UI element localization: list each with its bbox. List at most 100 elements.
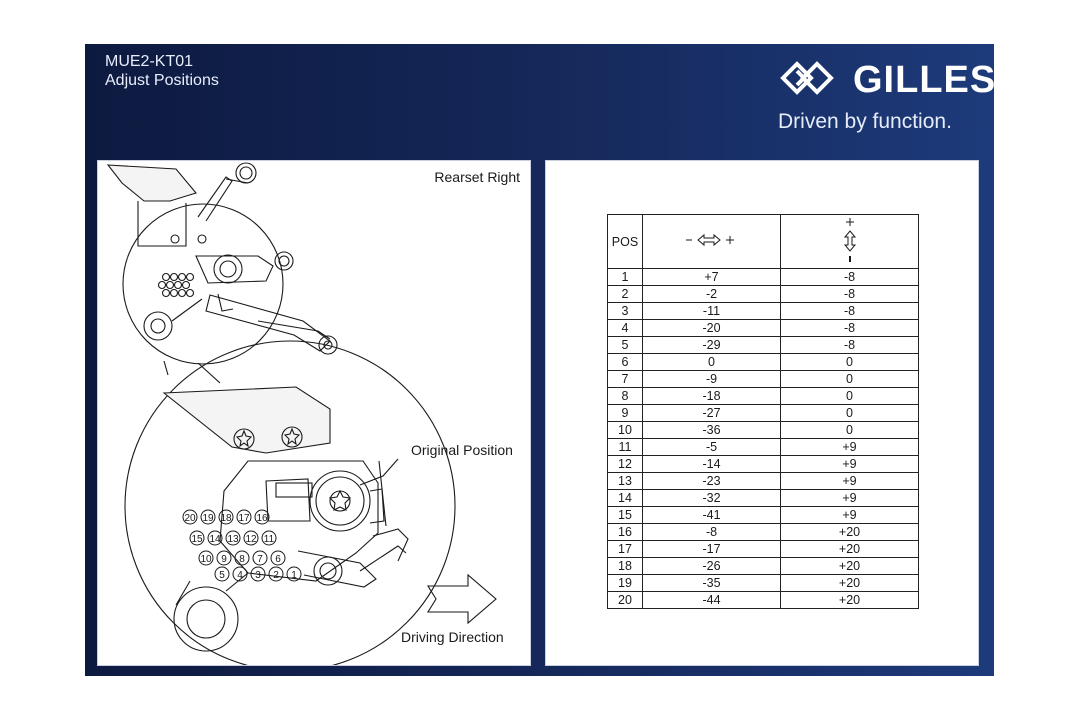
vertical-arrow-icon bbox=[843, 218, 856, 262]
table-row: 15-41+9 bbox=[607, 506, 919, 524]
vertical-offset-cell: -8 bbox=[780, 302, 919, 320]
original-position-label: Original Position bbox=[411, 442, 513, 458]
pivot bbox=[213, 254, 243, 284]
column-header-vertical bbox=[780, 214, 919, 269]
horizontal-offset-cell: -29 bbox=[642, 336, 781, 354]
gilles-logo-icon bbox=[780, 61, 834, 95]
vertical-offset-cell: +9 bbox=[780, 472, 919, 490]
horizontal-offset-cell: 0 bbox=[642, 353, 781, 371]
diagram-title: Rearset Right bbox=[434, 169, 520, 185]
table-row: 20-44+20 bbox=[607, 591, 919, 609]
pos-cell: 18 bbox=[607, 557, 643, 575]
detail-lever bbox=[297, 550, 377, 588]
detail-bracket bbox=[219, 460, 379, 582]
pos-cell: 20 bbox=[607, 591, 643, 609]
vertical-offset-cell: -8 bbox=[780, 268, 919, 286]
horizontal-offset-cell: -23 bbox=[642, 472, 781, 490]
pos-label-3: 3 bbox=[255, 570, 261, 581]
pos-label-12: 12 bbox=[245, 534, 257, 545]
pos-cell: 12 bbox=[607, 455, 643, 473]
horizontal-offset-cell: -36 bbox=[642, 421, 781, 439]
pos-cell: 9 bbox=[607, 404, 643, 422]
horizontal-offset-cell: -18 bbox=[642, 387, 781, 405]
detail-circle bbox=[124, 340, 456, 665]
upper-plate bbox=[106, 164, 197, 202]
vertical-offset-cell: +20 bbox=[780, 574, 919, 592]
pos-cell: 16 bbox=[607, 523, 643, 541]
pos-label-9: 9 bbox=[221, 554, 227, 565]
position-row-1: 20 19 18 17 16 bbox=[182, 509, 270, 525]
pos-label-5: 5 bbox=[219, 570, 225, 581]
pos-cell: 4 bbox=[607, 319, 643, 337]
horizontal-offset-cell: -8 bbox=[642, 523, 781, 541]
horizontal-offset-cell: -5 bbox=[642, 438, 781, 456]
overview-circle bbox=[122, 203, 284, 365]
vertical-offset-cell: -8 bbox=[780, 319, 919, 337]
table-row: 3-11-8 bbox=[607, 302, 919, 320]
horizontal-offset-cell: +7 bbox=[642, 268, 781, 286]
vertical-offset-cell: +9 bbox=[780, 438, 919, 456]
peg-boss bbox=[173, 586, 239, 652]
brand-name: GILLES bbox=[853, 59, 997, 101]
brand-tagline: Driven by function. bbox=[778, 110, 952, 133]
pos-label-8: 8 bbox=[239, 554, 245, 565]
vertical-offset-cell: +9 bbox=[780, 506, 919, 524]
table-row: 11-5+9 bbox=[607, 438, 919, 456]
vertical-offset-cell: +20 bbox=[780, 523, 919, 541]
vertical-offset-cell: 0 bbox=[780, 353, 919, 371]
position-table: POS bbox=[607, 214, 919, 609]
horizontal-offset-cell: -9 bbox=[642, 370, 781, 388]
torx-bolts bbox=[233, 426, 303, 450]
vertical-offset-cell: 0 bbox=[780, 370, 919, 388]
diagram-panel: 20 19 18 17 16 15 14 13 12 11 10 9 8 bbox=[97, 160, 531, 666]
pos-label-7: 7 bbox=[257, 554, 263, 565]
horizontal-offset-cell: -11 bbox=[642, 302, 781, 320]
pos-cell: 8 bbox=[607, 387, 643, 405]
pos-label-11: 11 bbox=[264, 534, 275, 545]
horizontal-offset-cell: -26 bbox=[642, 557, 781, 575]
gear-lever bbox=[197, 176, 233, 222]
horizontal-offset-cell: -20 bbox=[642, 319, 781, 337]
connector-line bbox=[197, 362, 221, 384]
driving-direction-label: Driving Direction bbox=[401, 629, 504, 645]
page-subtitle: Adjust Positions bbox=[105, 72, 219, 89]
pos-cell: 10 bbox=[607, 421, 643, 439]
pos-label-19: 19 bbox=[202, 513, 214, 524]
pos-cell: 15 bbox=[607, 506, 643, 524]
horizontal-offset-cell: -14 bbox=[642, 455, 781, 473]
horizontal-offset-cell: -27 bbox=[642, 404, 781, 422]
upper-adjust-holes bbox=[157, 272, 195, 298]
vertical-offset-cell: +20 bbox=[780, 557, 919, 575]
pos-label-15: 15 bbox=[191, 534, 203, 545]
knurled-adjuster bbox=[309, 470, 371, 532]
table-row: 1+7-8 bbox=[607, 268, 919, 286]
rearset-drawing: 20 19 18 17 16 15 14 13 12 11 10 9 8 bbox=[106, 162, 497, 665]
pos-label-18: 18 bbox=[220, 513, 232, 524]
pos-label-10: 10 bbox=[200, 554, 212, 565]
pos-cell: 7 bbox=[607, 370, 643, 388]
pos-cell: 14 bbox=[607, 489, 643, 507]
table-row: 5-29-8 bbox=[607, 336, 919, 354]
vertical-offset-cell: 0 bbox=[780, 421, 919, 439]
pos-label-1: 1 bbox=[291, 570, 297, 581]
pos-label-17: 17 bbox=[238, 513, 250, 524]
position-number-grid: 20 19 18 17 16 15 14 13 12 11 10 9 8 bbox=[182, 509, 302, 582]
driving-arrow bbox=[427, 573, 497, 625]
table-row: 2-2-8 bbox=[607, 285, 919, 303]
vertical-offset-cell: +20 bbox=[780, 591, 919, 609]
table-row: 18-26+20 bbox=[607, 557, 919, 575]
pos-label-20: 20 bbox=[184, 513, 196, 524]
horizontal-offset-cell: -44 bbox=[642, 591, 781, 609]
pos-cell: 5 bbox=[607, 336, 643, 354]
pos-label-13: 13 bbox=[227, 534, 239, 545]
horizontal-offset-cell: -32 bbox=[642, 489, 781, 507]
horizontal-offset-cell: -35 bbox=[642, 574, 781, 592]
pos-label-16: 16 bbox=[256, 513, 268, 524]
column-header-horizontal bbox=[642, 214, 781, 269]
pos-cell: 1 bbox=[607, 268, 643, 286]
table-row: 17-17+20 bbox=[607, 540, 919, 558]
position-row-3: 10 9 8 7 6 bbox=[198, 550, 286, 566]
